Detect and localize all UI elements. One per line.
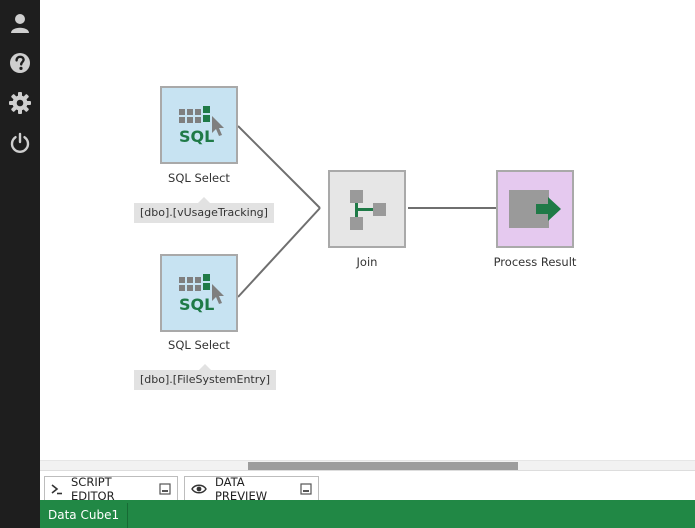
svg-text:SQL: SQL — [179, 295, 214, 314]
user-icon — [11, 14, 29, 33]
join-node[interactable] — [328, 170, 406, 248]
data-cube-tab[interactable]: Data Cube1 — [40, 503, 129, 528]
sql-select-label-1: SQL Select — [168, 171, 230, 185]
minimize-icon[interactable] — [300, 483, 312, 495]
terminal-icon — [51, 483, 63, 495]
minimize-icon[interactable] — [159, 483, 171, 495]
workflow-canvas[interactable]: SQL SQL Select [dbo].[vUsageTracking] SQ… — [40, 0, 695, 460]
user-button[interactable] — [0, 3, 40, 43]
sql-select-table-2: [dbo].[FileSystemEntry] — [134, 364, 277, 390]
canvas-horizontal-scrollbar[interactable] — [40, 460, 695, 470]
scrollbar-thumb[interactable] — [248, 462, 518, 470]
gear-icon — [9, 92, 31, 114]
join-icon — [350, 190, 386, 230]
settings-button[interactable] — [0, 83, 40, 123]
power-button[interactable] — [0, 123, 40, 163]
connector-sql2-join — [237, 207, 321, 298]
sql-select-node-2[interactable]: SQL — [160, 254, 238, 332]
eye-icon — [191, 483, 207, 495]
process-result-icon — [509, 190, 561, 228]
sql-select-node-1[interactable]: SQL — [160, 86, 238, 164]
process-result-label: Process Result — [493, 255, 577, 269]
join-label: Join — [356, 255, 378, 269]
script-editor-label: SCRIPT EDITOR — [71, 475, 115, 503]
data-preview-tab[interactable]: DATA PREVIEW — [184, 475, 319, 503]
power-icon — [10, 132, 30, 154]
help-icon — [10, 53, 30, 73]
process-result-node[interactable] — [496, 170, 574, 248]
connector-lines — [237, 125, 496, 298]
data-preview-label: DATA PREVIEW — [215, 475, 268, 503]
sql-select-icon: SQL — [179, 274, 224, 314]
bottom-panel-tabs: SCRIPT EDITOR DATA PREVIEW — [40, 470, 695, 503]
status-bar: Data Cube1 — [40, 500, 695, 528]
svg-text:SQL: SQL — [179, 127, 214, 146]
connector-sql1-join — [237, 125, 321, 209]
help-button[interactable] — [0, 43, 40, 83]
left-sidebar — [0, 0, 40, 528]
sql-select-label-2: SQL Select — [168, 338, 230, 352]
script-editor-tab[interactable]: SCRIPT EDITOR — [44, 475, 178, 503]
sql-select-table-1: [dbo].[vUsageTracking] — [134, 197, 274, 223]
sql-select-icon: SQL — [179, 106, 224, 146]
